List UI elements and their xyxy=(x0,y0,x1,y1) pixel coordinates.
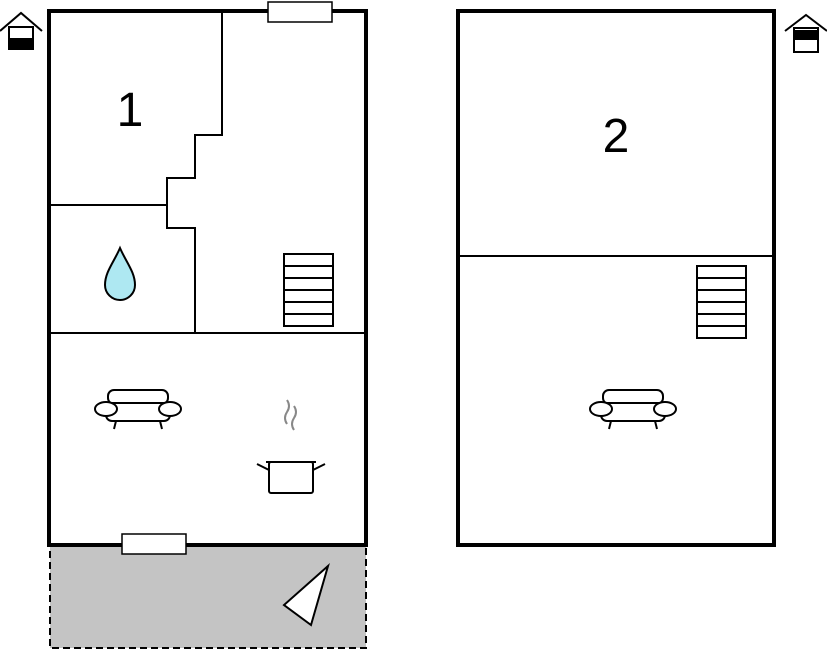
sofa-icon xyxy=(589,389,677,430)
sofa-icon xyxy=(94,389,182,430)
terrace xyxy=(49,544,367,649)
floor-1-room-number: 1 xyxy=(117,84,144,137)
terrace-icon xyxy=(282,562,330,627)
cooking-pot-icon xyxy=(256,399,326,494)
floor-1-plan: 1 xyxy=(47,1,368,555)
water-drop-icon xyxy=(103,245,137,301)
floor-2-room-number: 2 xyxy=(603,110,630,163)
floor-2-plan: 2 xyxy=(456,9,776,547)
stairs-icon xyxy=(696,265,747,339)
stairs-icon xyxy=(283,253,334,327)
window-icon xyxy=(121,533,187,555)
floor-ground-icon xyxy=(0,11,43,50)
window-icon xyxy=(267,1,333,23)
floor-upper-icon xyxy=(784,13,827,53)
